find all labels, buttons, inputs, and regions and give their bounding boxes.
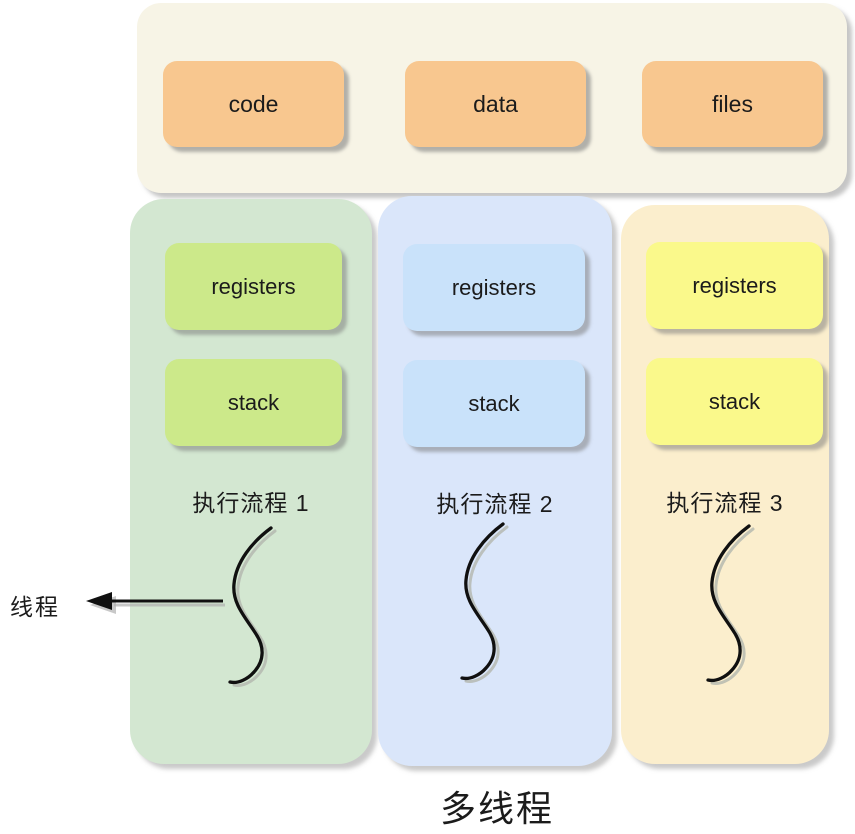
- files-box: files: [642, 61, 823, 147]
- diagram-caption: 多线程: [439, 788, 554, 829]
- thread2-squiggle-icon: [460, 522, 509, 683]
- thread1-squiggle-icon: [228, 526, 277, 687]
- thread2-flow-label: 执行流程 2: [436, 491, 554, 517]
- thread1-registers-box: registers: [165, 243, 342, 330]
- thread2-stack-box: stack: [403, 360, 585, 447]
- thread-arrow: [86, 592, 225, 614]
- thread3-squiggle-icon: [706, 524, 755, 685]
- thread-annotation-label: 线程: [10, 594, 60, 620]
- thread3-registers-box: registers: [646, 242, 823, 329]
- thread3-stack-box: stack: [646, 358, 823, 445]
- thread3-flow-label: 执行流程 3: [666, 490, 784, 516]
- thread1-stack-box: stack: [165, 359, 342, 446]
- code-box: code: [163, 61, 344, 147]
- thread2-registers-box: registers: [403, 244, 585, 331]
- data-box: data: [405, 61, 586, 147]
- thread1-flow-label: 执行流程 1: [192, 490, 310, 516]
